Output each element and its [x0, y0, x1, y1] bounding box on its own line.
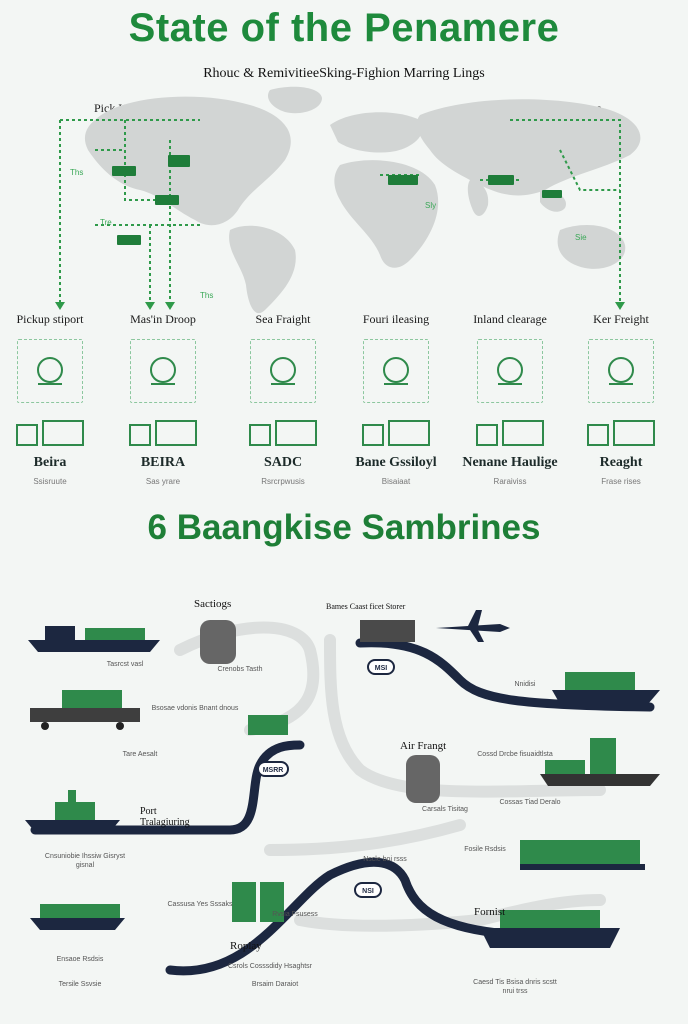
flow-label-port: Port Tralagiuring [140, 806, 190, 828]
stage-name: Reaght [599, 455, 643, 470]
india [467, 180, 489, 216]
flow-diagram: MSI MSRR NSI [25, 610, 660, 976]
hub-tower-2 [406, 755, 440, 803]
greenland [267, 86, 322, 114]
stage-caption: Ssisruute [33, 477, 67, 486]
flow-caption: Tasrcst vasl [106, 661, 144, 668]
svg-text:MSRR: MSRR [263, 767, 284, 774]
australia [557, 225, 626, 269]
section-title: 6 Baangkise Sambrines [147, 508, 541, 547]
flow-label-sections: Sactiogs [194, 598, 232, 610]
ship-2 [25, 790, 120, 832]
flow-label-top-right: Bames Caast ficet Storer [326, 602, 406, 611]
stage-caption: Raraiviss [493, 477, 527, 486]
flow-caption: Brsaim Daraiot [251, 981, 299, 988]
stage-caption: Frase rises [601, 477, 641, 486]
stage-name: Nenane Haulige [462, 455, 558, 470]
stage-caption: Bisaiaat [381, 477, 411, 486]
warning-icon [477, 339, 543, 403]
flow-caption: Bsosae vdonis Bnant dnous [151, 705, 239, 712]
silos-1 [232, 882, 284, 922]
svg-text:MSI: MSI [375, 665, 388, 672]
page-subtitle: Rhouc & RemivitieeSking-Fighion Marring … [203, 66, 485, 81]
stage-caption: Sas yrare [145, 477, 181, 486]
hub-tower-1 [200, 620, 236, 664]
warehouse-1 [360, 620, 415, 642]
stage-heading: Inland clearage [473, 312, 547, 326]
flow-caption: Tersile Ssvsie [58, 981, 102, 988]
plane-icon [17, 339, 83, 403]
stage-heading: Fouri ileasing [362, 312, 430, 326]
stage-heading: Mas'in Droop [130, 312, 196, 326]
flow-caption: Cassusa Yes Sssaks [167, 901, 233, 908]
flow-caption: Caesd Tis Bsisa dnris scstt nrui trss [473, 979, 557, 995]
page-title: State of the Penamere [128, 6, 560, 50]
ship-4 [552, 672, 660, 704]
flow-caption: Fosile Rsdsis [464, 846, 506, 853]
svg-text:Sly: Sly [425, 201, 436, 210]
stage-heading: Ker Freight [593, 312, 649, 326]
europe [330, 112, 423, 153]
flow-caption: Carsals Tisitag [422, 806, 468, 813]
flow-label-air-freight: Air Frangt [400, 740, 447, 752]
hand-icon [363, 339, 429, 403]
flow-label-fornist: Fornist [474, 906, 506, 918]
worker-icon [130, 339, 196, 403]
stage-name: Beira [33, 455, 67, 470]
svg-text:Sie: Sie [575, 233, 587, 242]
stage-heading: Pickup stiport [16, 312, 84, 326]
stage-caption: Rsrcrpwusis [261, 477, 305, 486]
stage-vehicle-icon [341, 411, 451, 451]
truck-1 [30, 690, 140, 730]
flow-label-replay: Roplay [230, 940, 262, 952]
stage-name: SADC [263, 455, 303, 470]
truck-icon [250, 339, 316, 403]
tractor-1 [248, 715, 288, 735]
flow-caption: Ensaoe Rsdsis [56, 956, 104, 963]
stage-name: Bane Gssiloyl [355, 455, 437, 470]
stage-name: BEIRA [140, 455, 186, 470]
flow-caption: Cossas Tiad Deralo [499, 799, 561, 806]
stage-vehicle-icon [228, 411, 338, 451]
stage-heading: Sea Fraight [255, 312, 311, 326]
africa [334, 160, 439, 268]
asia [416, 99, 641, 196]
ferry-1 [480, 910, 620, 948]
flow-caption: Crenobs Tasth [217, 666, 263, 673]
ship-3 [30, 904, 125, 930]
plane-1 [436, 610, 510, 642]
stage-vehicle-icon [108, 411, 218, 451]
ship-1 [28, 626, 160, 652]
svg-text:Tre: Tre [100, 218, 112, 227]
flow-caption: Tare Aesalt [122, 751, 158, 758]
flow-caption: Csrols Cosssdidy Hsaghtsr [227, 963, 313, 970]
south-america [229, 225, 296, 314]
flow-caption: Cossd Drcbe fisuaidtlsta [477, 751, 553, 758]
stage-vehicle-icon [455, 411, 565, 451]
svg-text:Ths: Ths [70, 168, 83, 177]
ship-5 [540, 738, 660, 786]
flow-caption: Nnidisi [514, 681, 536, 688]
flow-caption: Nscle boi rsss [363, 856, 407, 863]
stage-vehicle-icon [0, 411, 105, 451]
train-1 [520, 840, 645, 870]
drink-icon [588, 339, 654, 403]
stage-vehicle-icon [566, 411, 676, 451]
svg-text:NSI: NSI [362, 888, 374, 895]
flow-caption: Cnsuniobie Ihssiw Gisryst gisnal [44, 853, 126, 869]
flow-caption: Rvsia Fsusess [272, 911, 318, 918]
world-map: Ths Tre Ths Sly Sie [55, 86, 641, 314]
svg-text:Ths: Ths [200, 291, 213, 300]
